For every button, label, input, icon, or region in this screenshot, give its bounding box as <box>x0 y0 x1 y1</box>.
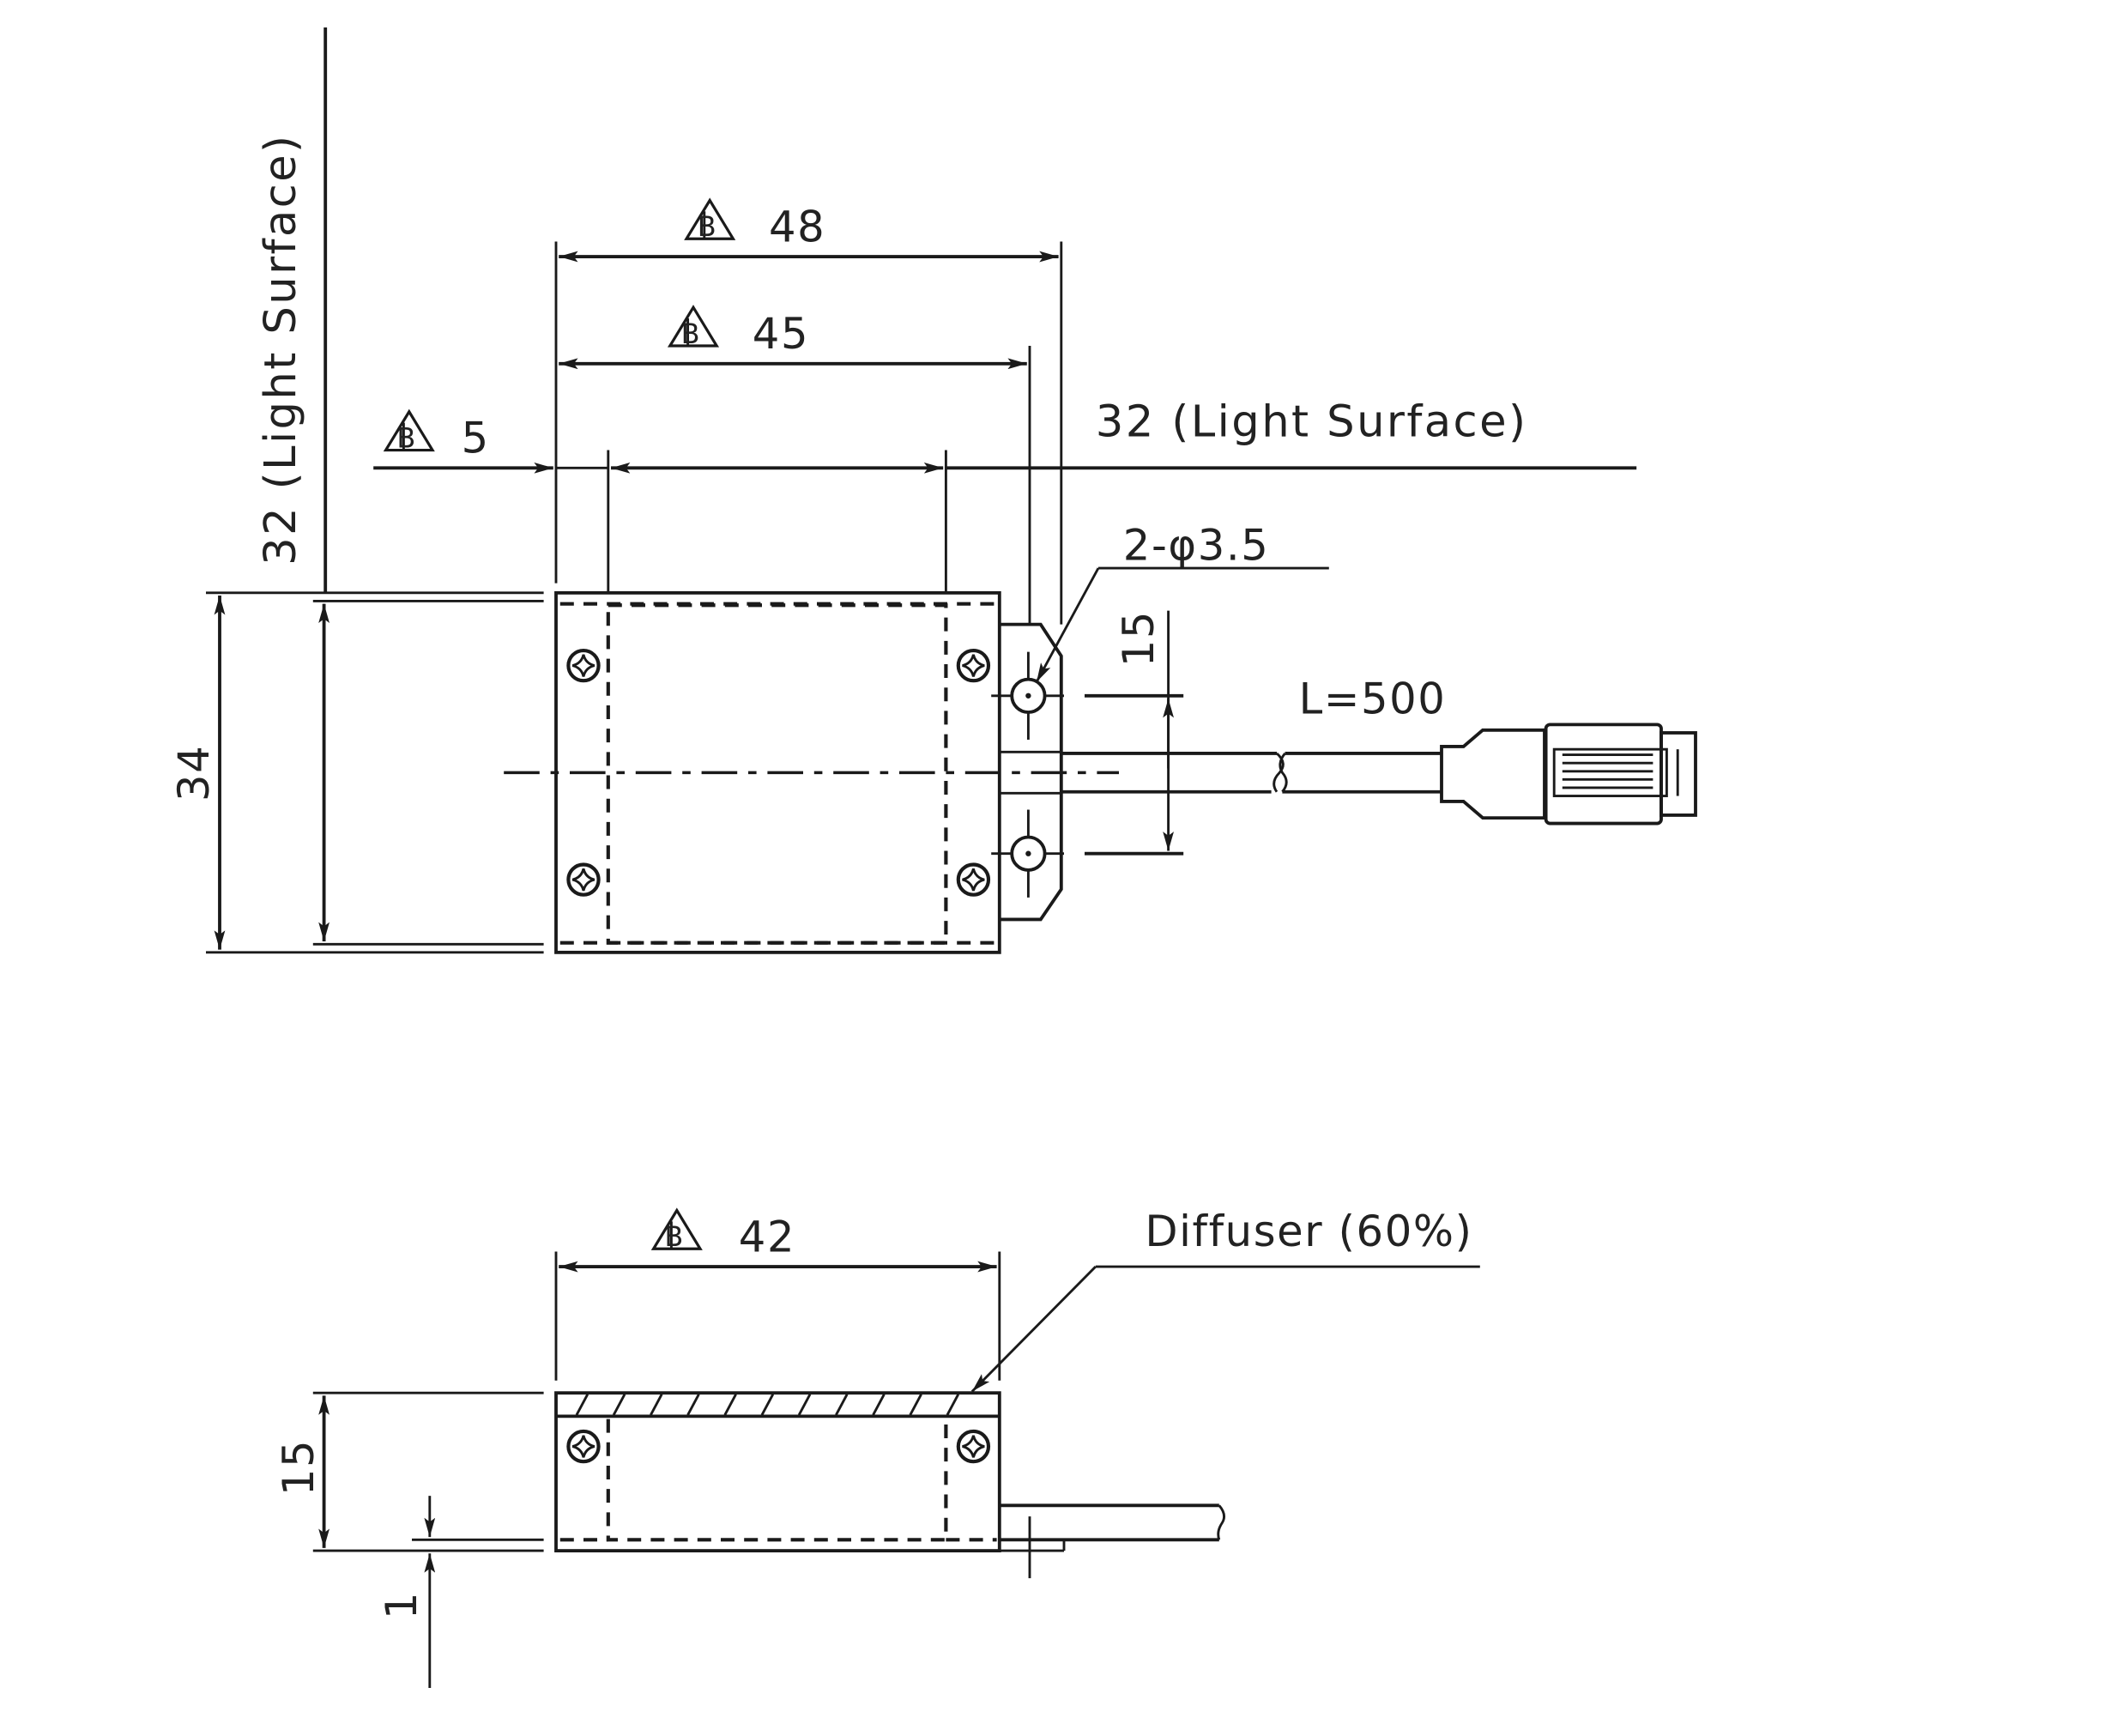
hole-callout-leader <box>1035 567 1100 683</box>
dim-label-15-pitch: 15 <box>1114 610 1164 667</box>
mounting-hole-bottom <box>991 809 1064 898</box>
dim-label-15-height: 15 <box>274 1439 323 1496</box>
screw-icon <box>568 865 598 895</box>
revision-mark: B <box>396 421 415 454</box>
screw-icon <box>958 650 988 680</box>
dim-label-5: 5 <box>462 414 490 463</box>
side-view: B 42 Diffuser (60%) <box>274 1207 1480 1689</box>
cable <box>1061 752 1442 794</box>
top-view: 32 (Light Surface) B 48 B 45 B 5 32 (Lig… <box>169 27 1697 954</box>
light-surface-vertical-label: 32 (Light Surface) <box>255 134 306 566</box>
revision-mark: B <box>664 1220 683 1253</box>
connector-icon <box>1440 723 1697 826</box>
revision-mark: B <box>681 318 700 350</box>
mounting-hole-top <box>991 651 1064 740</box>
dim-label-45: 45 <box>753 309 809 359</box>
screw-icon <box>958 865 988 895</box>
light-surface-horizontal-label: 32 (Light Surface) <box>1096 396 1528 448</box>
side-hidden-outline <box>606 1418 948 1542</box>
screw-icon <box>568 650 598 680</box>
cable-length-label: L=500 <box>1299 674 1447 724</box>
revision-mark: B <box>698 210 716 243</box>
dim-label-42: 42 <box>739 1212 795 1261</box>
hole-callout-label: 2-φ3.5 <box>1123 520 1270 570</box>
screw-icon <box>958 1431 988 1461</box>
housing-side <box>554 1391 1001 1553</box>
cable-side <box>999 1503 1225 1579</box>
dim-label-34: 34 <box>169 745 219 801</box>
diffuser-label: Diffuser (60%) <box>1145 1207 1472 1256</box>
dim-label-1: 1 <box>377 1591 426 1619</box>
diffuser-hatch <box>575 1394 960 1416</box>
screw-icon <box>568 1431 598 1461</box>
light-surface-hidden-outline <box>606 603 948 945</box>
diffuser-leader <box>970 1266 1097 1393</box>
dim-label-48: 48 <box>769 202 825 251</box>
